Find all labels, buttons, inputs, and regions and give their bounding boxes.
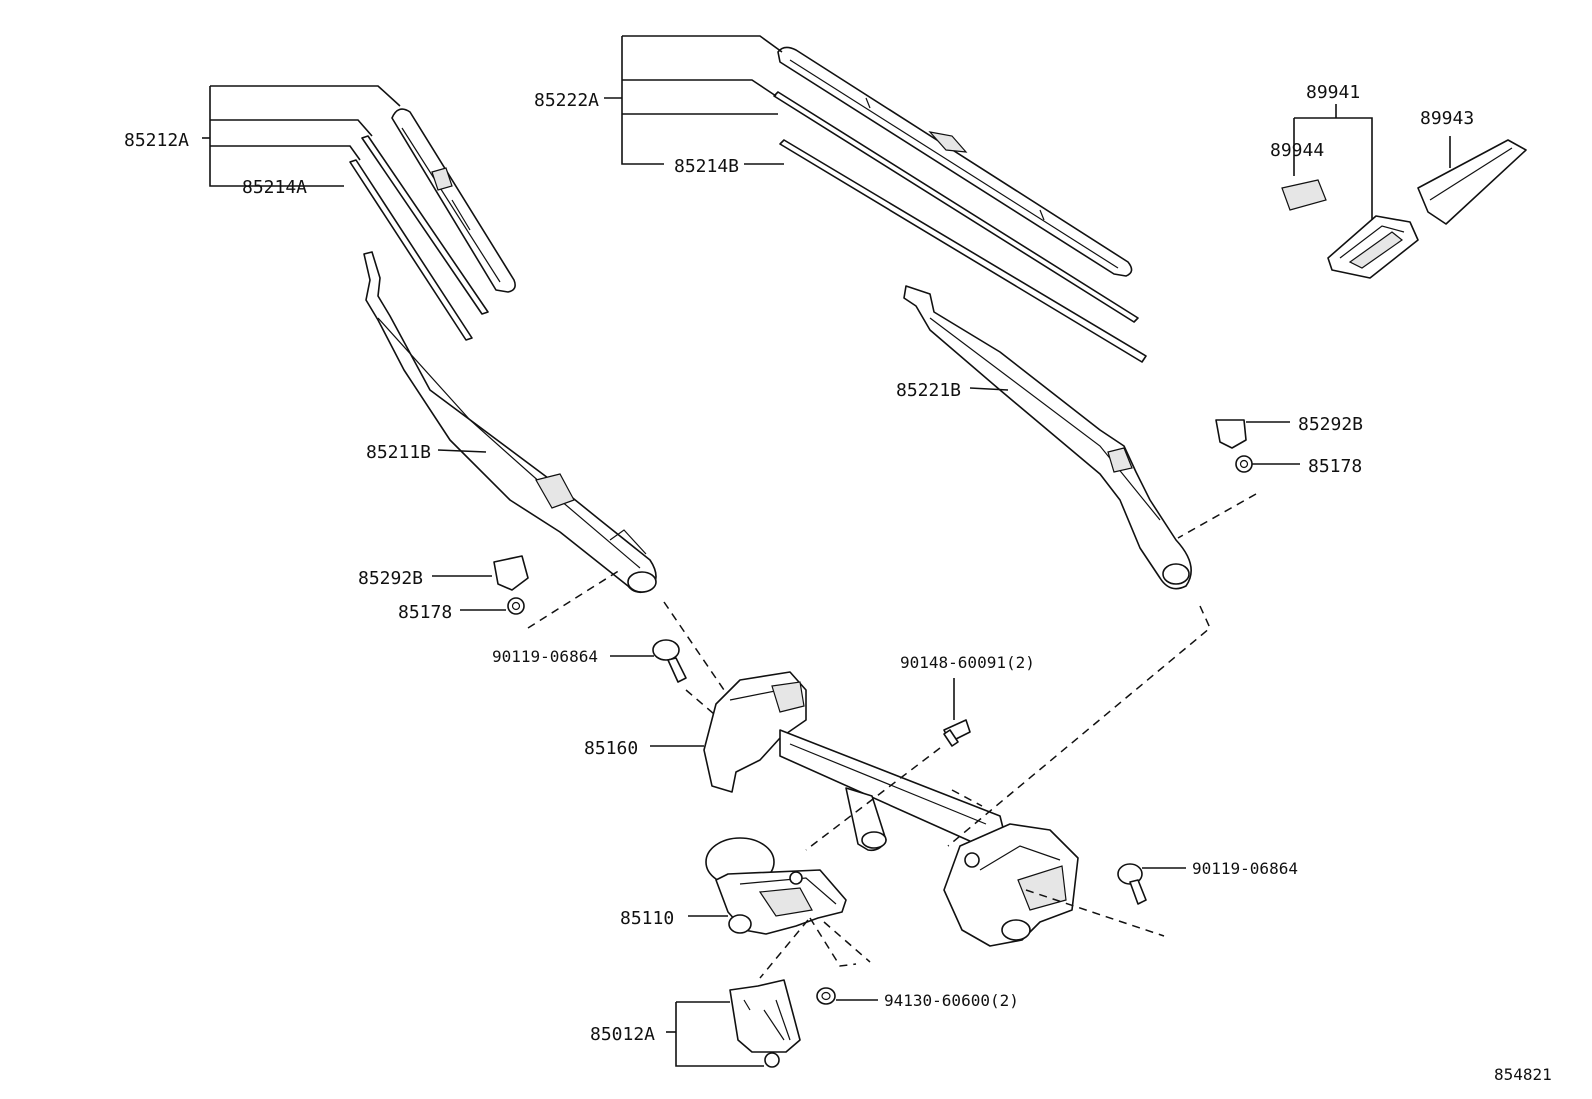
right-nut-85178 bbox=[1235, 455, 1253, 473]
figure-code: 854821 bbox=[1494, 1065, 1552, 1084]
label-90148: 90148-60091(2) bbox=[900, 653, 1035, 672]
part-89943-cover bbox=[1417, 139, 1527, 225]
label-85160: 85160 bbox=[584, 738, 638, 759]
label-90119-left: 90119-06864 bbox=[492, 647, 598, 666]
label-89941: 89941 bbox=[1306, 82, 1360, 103]
label-85212A: 85212A bbox=[124, 130, 189, 151]
label-85214B: 85214B bbox=[674, 156, 739, 177]
label-94130: 94130-60600(2) bbox=[884, 991, 1019, 1010]
motor-bracket bbox=[729, 979, 801, 1068]
label-85214A: 85214A bbox=[242, 177, 307, 198]
part-89941-connector bbox=[1327, 215, 1419, 279]
left-wiper-blade bbox=[361, 108, 516, 315]
part-89944-pad bbox=[1281, 179, 1327, 211]
label-85012A: 85012A bbox=[590, 1024, 655, 1045]
right-wiper-arm bbox=[903, 285, 1192, 590]
label-89943: 89943 bbox=[1420, 108, 1474, 129]
bolt-90119-right bbox=[1117, 863, 1147, 905]
right-wiper-blade bbox=[773, 46, 1139, 323]
label-85221B: 85221B bbox=[896, 380, 961, 401]
right-blade-rubber bbox=[779, 139, 1147, 363]
label-90119-right: 90119-06864 bbox=[1192, 859, 1298, 878]
bushing-94130 bbox=[816, 987, 836, 1005]
label-85178-right: 85178 bbox=[1308, 456, 1362, 477]
assembly-dashed-lines bbox=[527, 493, 1257, 979]
bolt-90148 bbox=[943, 719, 971, 747]
label-85110: 85110 bbox=[620, 908, 674, 929]
label-85222A: 85222A bbox=[534, 90, 599, 111]
leader-lines bbox=[202, 35, 1451, 1067]
bolt-90119-left bbox=[652, 639, 687, 683]
label-85292B-right: 85292B bbox=[1298, 414, 1363, 435]
label-89944: 89944 bbox=[1270, 140, 1324, 161]
left-nut-85178 bbox=[507, 597, 525, 615]
label-85292B-left: 85292B bbox=[358, 568, 423, 589]
label-85211B: 85211B bbox=[366, 442, 431, 463]
wiper-motor bbox=[705, 837, 847, 935]
label-85178-left: 85178 bbox=[398, 602, 452, 623]
part-labels: 85212A 85214A 85222A 85214B 89941 89944 … bbox=[124, 82, 1552, 1084]
left-cap-85292B bbox=[493, 555, 529, 591]
left-blade-rubber bbox=[349, 159, 473, 341]
right-cap-85292B bbox=[1215, 419, 1247, 449]
left-wiper-arm bbox=[363, 251, 657, 594]
